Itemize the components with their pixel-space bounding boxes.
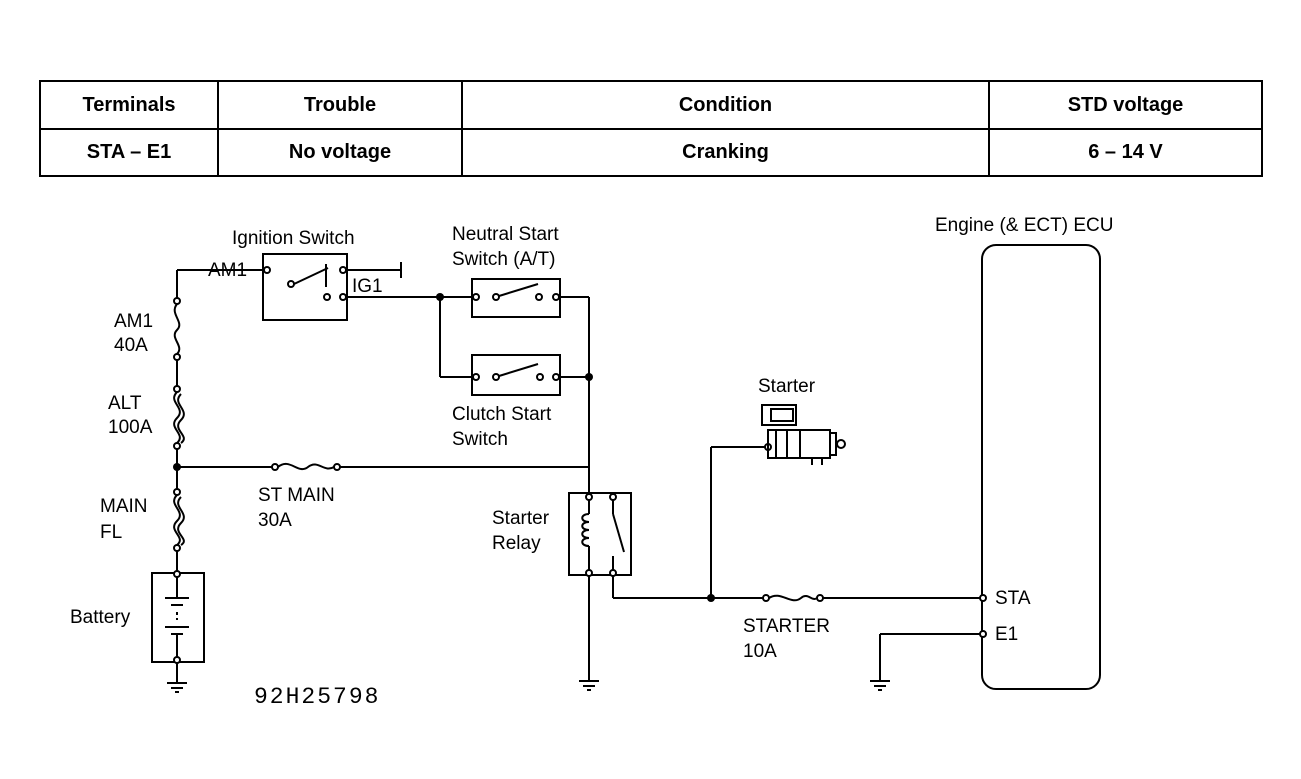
neutral-start-label-line1: Neutral Start	[452, 224, 559, 245]
ground-symbol	[870, 680, 890, 691]
clutch-start-switch	[440, 354, 589, 396]
starter-fuse-name: STARTER	[743, 616, 830, 637]
main-power-wires	[176, 269, 590, 574]
ig1-terminal-label: IG1	[352, 276, 383, 297]
ignition-switch	[262, 253, 475, 321]
ground-symbol	[579, 680, 599, 691]
neutral-start-switch	[471, 278, 589, 318]
header-std-voltage: STD voltage	[988, 80, 1263, 130]
neutral-start-label-line2: Switch (A/T)	[452, 249, 555, 270]
starter-motor	[761, 404, 846, 465]
junction-dot	[173, 463, 181, 471]
junction-dot	[585, 373, 593, 381]
am1-terminal-label: AM1	[208, 260, 247, 281]
table-row: STA – E1 No voltage Cranking 6 – 14 V	[39, 128, 1263, 177]
header-terminals: Terminals	[39, 80, 219, 130]
fuse-am1-rating: 40A	[114, 335, 148, 356]
e1-ground-wire	[879, 633, 980, 680]
ecu-title: Engine (& ECT) ECU	[935, 215, 1113, 236]
cell-trouble: No voltage	[217, 128, 463, 177]
fuse-am1	[173, 297, 181, 361]
ignition-switch-label: Ignition Switch	[232, 228, 355, 249]
fuse-am1-name: AM1	[114, 311, 153, 332]
starter-fuse-rating: 10A	[743, 641, 777, 662]
ecu-sta-label: STA	[995, 588, 1031, 609]
starter-relay-label-line2: Relay	[492, 533, 541, 554]
st-main-rating: 30A	[258, 510, 292, 531]
clutch-start-label-line1: Clutch Start	[452, 404, 552, 425]
table-header-row: Terminals Trouble Condition STD voltage	[39, 80, 1263, 130]
fuse-main-name: MAIN	[100, 496, 148, 517]
st-main-name: ST MAIN	[258, 485, 335, 506]
fuse-alt	[173, 385, 185, 450]
fuse-starter	[762, 594, 980, 602]
fuse-main-rating: FL	[100, 522, 122, 543]
fuse-alt-rating: 100A	[108, 417, 153, 438]
e1-terminal	[979, 630, 987, 638]
sta-terminal	[979, 594, 987, 602]
ecu-box	[981, 244, 1101, 690]
ecu-e1-label: E1	[995, 624, 1018, 645]
fuse-st-main	[271, 462, 341, 471]
starter-relay	[568, 492, 632, 680]
header-trouble: Trouble	[217, 80, 463, 130]
fusible-link-main	[173, 488, 185, 552]
figure-code: 92H25798	[254, 684, 380, 710]
specification-table: Terminals Trouble Condition STD voltage …	[39, 80, 1263, 177]
cell-std-voltage: 6 – 14 V	[988, 128, 1263, 177]
battery-label: Battery	[70, 607, 131, 628]
starter-relay-label-line1: Starter	[492, 508, 550, 529]
starter-label: Starter	[758, 376, 816, 397]
fuse-alt-name: ALT	[108, 393, 142, 414]
cell-condition: Cranking	[461, 128, 990, 177]
battery-symbol	[151, 570, 205, 682]
cell-terminals: STA – E1	[39, 128, 219, 177]
ground-symbol	[167, 682, 187, 693]
header-condition: Condition	[461, 80, 990, 130]
clutch-start-label-line2: Switch	[452, 429, 508, 450]
